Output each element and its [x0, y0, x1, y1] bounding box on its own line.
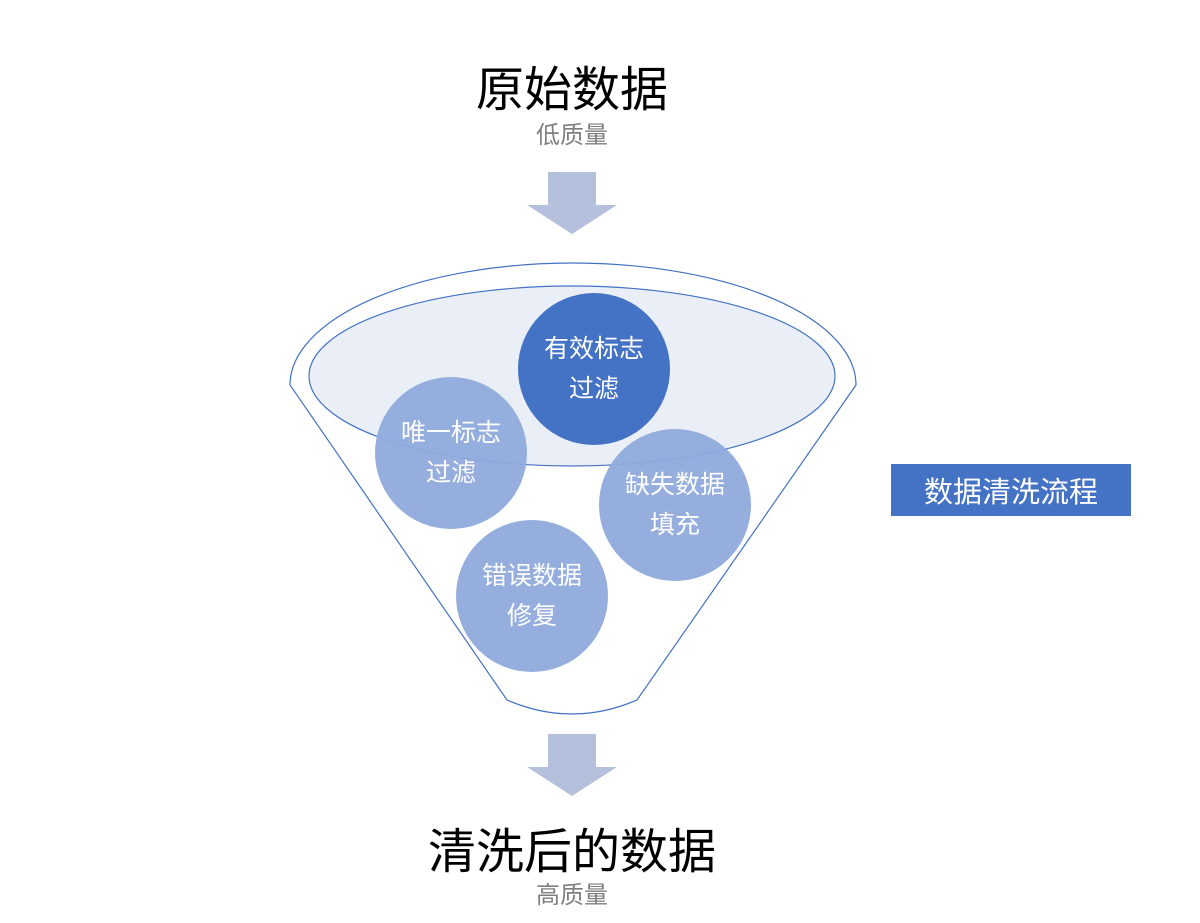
step-label-valid-flag: 有效标志 过滤: [519, 329, 669, 409]
step-label-line1: 错误数据: [481, 561, 582, 590]
arrow-down-top-icon: [527, 172, 617, 234]
step-label-line2: 过滤: [568, 374, 619, 403]
step-label-missing-data: 缺失数据 填充: [600, 465, 750, 545]
raw-data-subtitle: 低质量: [536, 121, 608, 149]
raw-data-title: 原始数据: [475, 62, 668, 118]
funnel-outline: [289, 262, 857, 715]
step-label-line1: 有效标志: [543, 334, 644, 363]
circle-error-data-repair: [456, 520, 608, 672]
circle-unique-flag-filter: [375, 377, 527, 529]
step-label-line1: 缺失数据: [624, 470, 725, 499]
cleaned-data-subtitle: 高质量: [536, 881, 608, 909]
data-cleaning-process-label: 数据清洗流程: [891, 464, 1131, 516]
step-label-error-data: 错误数据 修复: [457, 556, 607, 636]
circle-missing-data-fill: [599, 429, 751, 581]
step-label-unique-flag: 唯一标志 过滤: [376, 413, 526, 493]
circle-valid-flag-filter: [518, 293, 670, 445]
arrow-down-bottom-icon: [527, 734, 617, 796]
step-label-line1: 唯一标志: [400, 418, 501, 447]
step-label-line2: 修复: [506, 601, 557, 630]
step-label-line2: 填充: [649, 510, 700, 539]
step-label-line2: 过滤: [425, 458, 476, 487]
cleaned-data-title: 清洗后的数据: [427, 824, 716, 880]
